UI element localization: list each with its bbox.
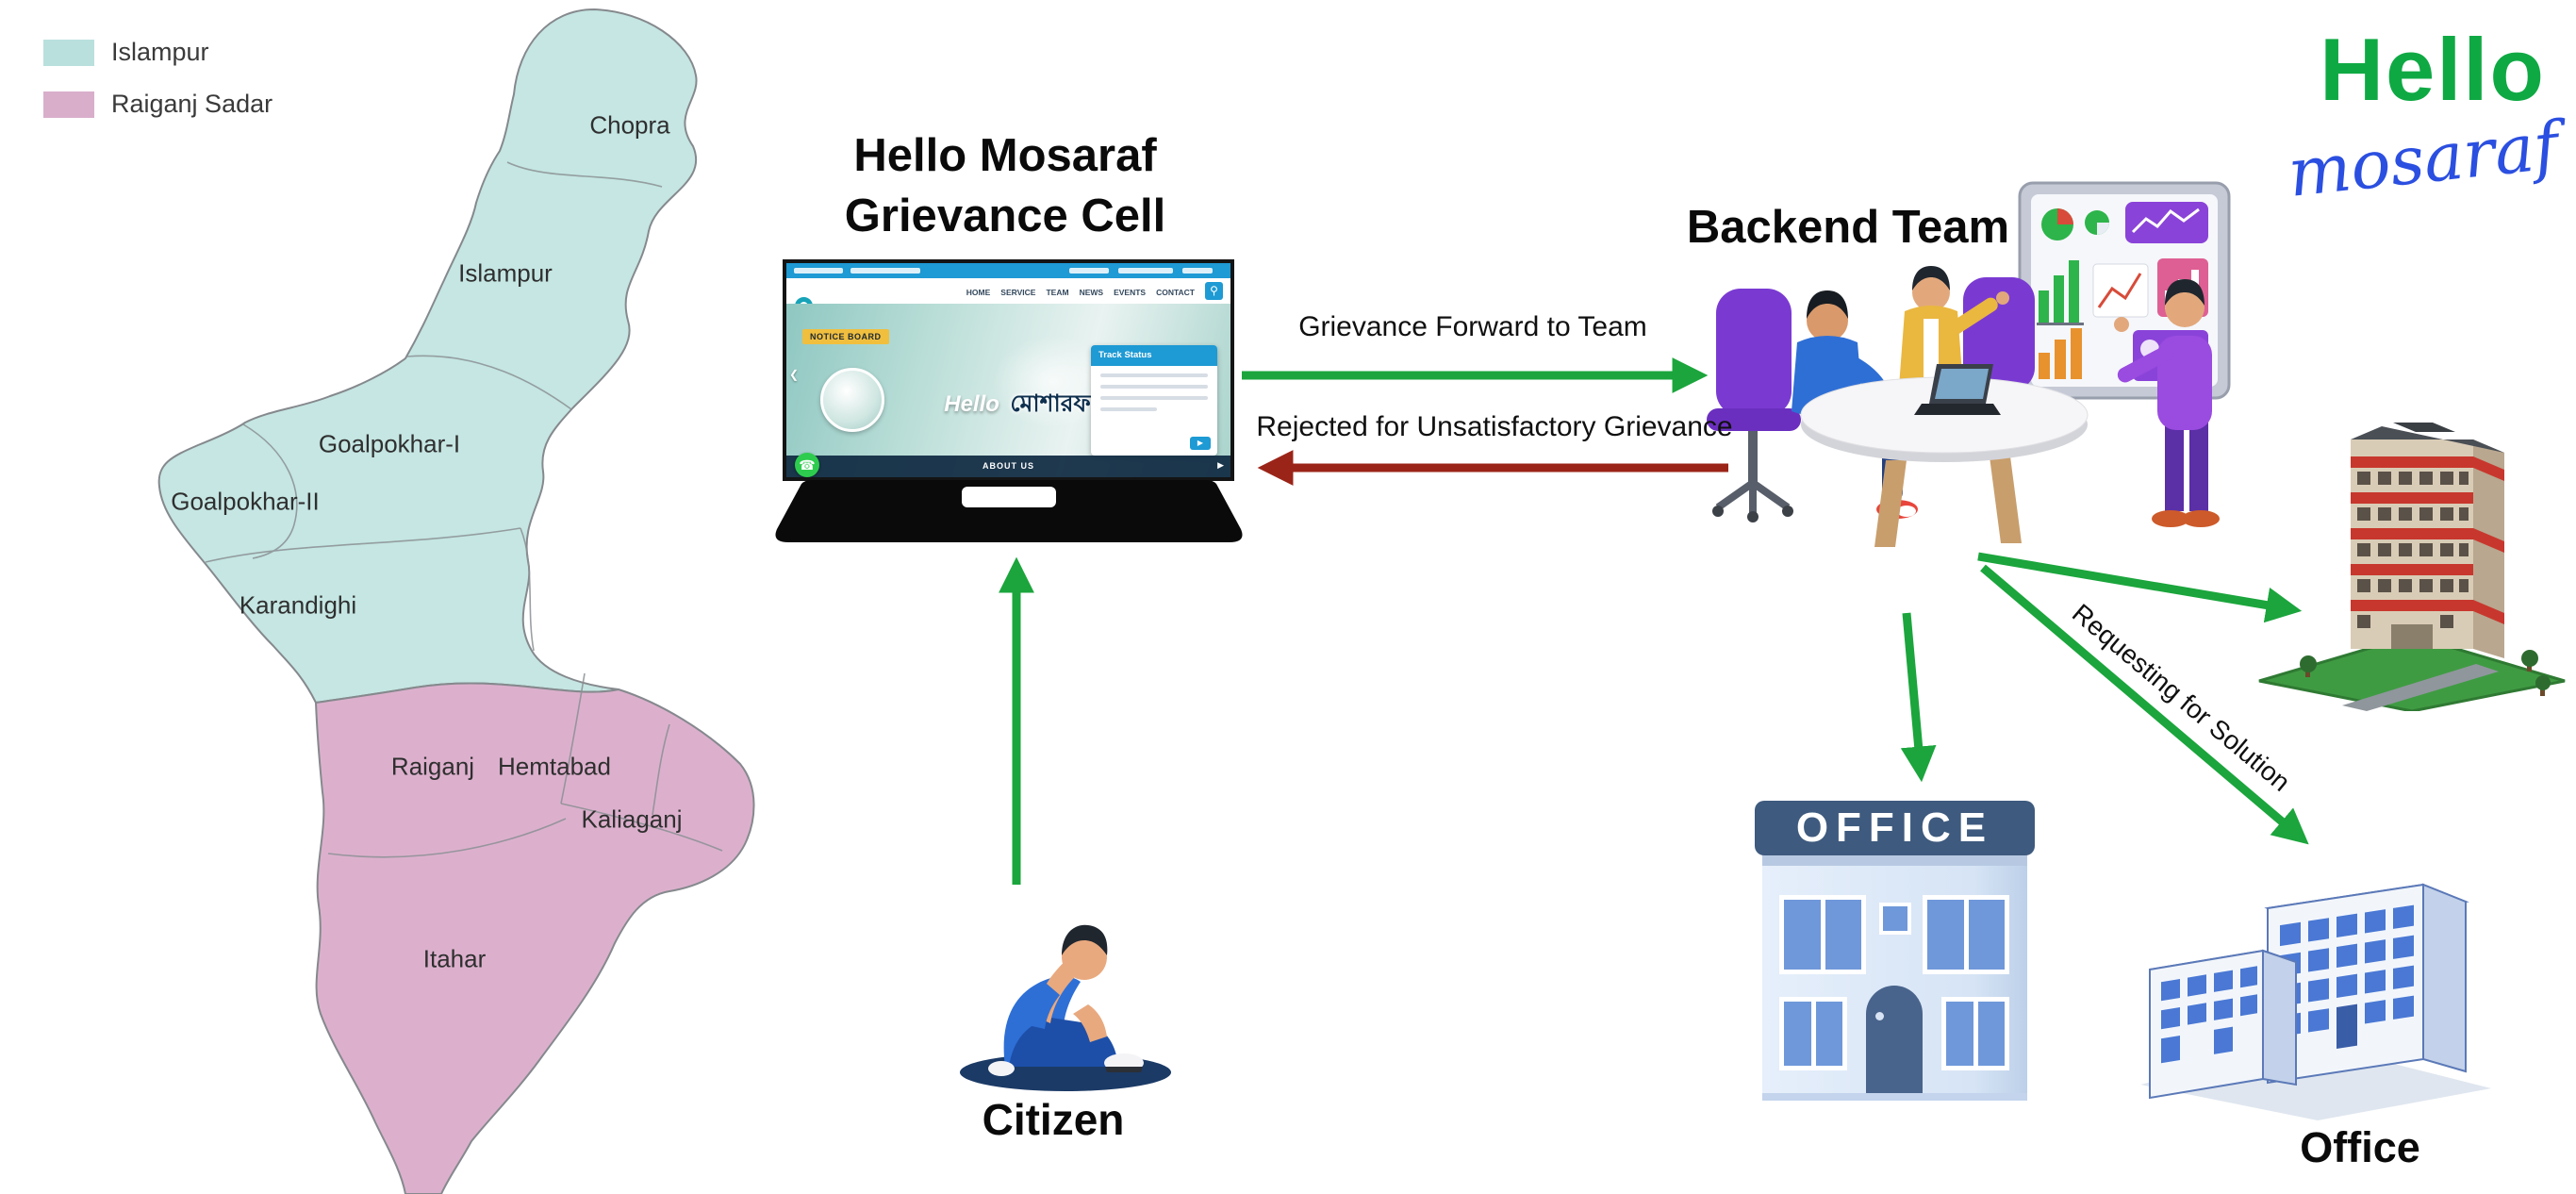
office-window — [1941, 997, 2009, 1070]
logo-hello: Hello — [2320, 20, 2546, 119]
play-icon: ▶ — [1190, 437, 1211, 450]
map-label-goalpokhar-2: Goalpokhar-II — [171, 487, 320, 516]
search-icon: ⚲ — [1205, 282, 1223, 300]
legend-item-raiganj-sadar: Raiganj Sadar — [43, 90, 272, 119]
map-label-hemtabad: Hemtabad — [498, 752, 611, 781]
topbar-text-placeholder — [794, 268, 843, 274]
topbar-text-placeholder — [1182, 268, 1213, 274]
office-door — [1866, 986, 1923, 1101]
track-line-placeholder — [1100, 396, 1208, 400]
about-us-button: ABOUT US — [983, 461, 1034, 471]
arrow-label-rejected: Rejected for Unsatisfactory Grievance — [1256, 411, 1733, 442]
office-chair-left — [1707, 289, 1801, 522]
map-label-raiganj: Raiganj — [390, 752, 475, 781]
menu-item-team: TEAM — [1046, 288, 1069, 297]
office-window — [1779, 997, 1847, 1070]
map-label-islampur: Islampur — [458, 258, 553, 288]
office-window-small — [1879, 903, 1911, 935]
backend-team-illustration — [1707, 181, 2231, 547]
hero-name-text: মোশারফ — [1010, 390, 1091, 417]
presenter-person — [2114, 279, 2220, 527]
menu-item-contact: CONTACT — [1156, 288, 1195, 297]
office-building-cartoon: OFFICE — [1755, 801, 2035, 1105]
topbar-text-placeholder — [850, 268, 920, 274]
map-legend: Islampur Raiganj Sadar — [43, 38, 272, 141]
menu-item-events: EVENTS — [1114, 288, 1147, 297]
district-map — [157, 8, 755, 1194]
low-block-windows — [2161, 966, 2257, 1064]
title-line-1: Hello Mosaraf — [853, 130, 1157, 181]
legend-label: Raiganj Sadar — [111, 90, 273, 118]
office-roofline — [1762, 855, 2027, 866]
map-internal-borders — [205, 161, 723, 858]
laptop-screen-website: HOME SERVICE TEAM NEWS EVENTS CONTACT ⚲ … — [786, 263, 1230, 477]
citizen-label: Citizen — [982, 1095, 1125, 1144]
window-rows — [2357, 472, 2469, 628]
site-hero: NOTICE BOARD ❮ Hello মোশারফ Track Status… — [786, 304, 1230, 477]
hero-bottom-strip: ABOUT US ▶ — [786, 456, 1230, 477]
map-label-chopra: Chopra — [589, 110, 670, 140]
map-label-karandighi: Karandighi — [239, 590, 357, 620]
title-line-2: Grievance Cell — [844, 190, 1166, 241]
laptop-base — [775, 480, 1243, 542]
topbar-text-placeholder — [1118, 268, 1173, 274]
legend-item-islampur: Islampur — [43, 38, 272, 67]
office-window — [1779, 895, 1866, 974]
office-base — [1762, 1093, 2027, 1101]
laptop-base-slot — [962, 487, 1056, 507]
isometric-office-building — [2140, 883, 2491, 1120]
trees — [2300, 650, 2551, 696]
legend-swatch-islampur — [43, 39, 94, 66]
hero-photo-circle — [820, 368, 884, 432]
red-stripes — [2351, 456, 2504, 624]
track-status-card: Track Status ▶ — [1091, 345, 1217, 456]
logo-mosaraf: mosaraf — [2284, 107, 2563, 212]
map-region-raiganj-sadar-subdivision — [314, 682, 755, 1194]
arrow-team-to-office — [1900, 612, 1937, 783]
site-menu: HOME SERVICE TEAM NEWS EVENTS CONTACT — [966, 288, 1195, 297]
citizen-illustration — [960, 924, 1171, 1091]
arrow-label-forward: Grievance Forward to Team — [1298, 311, 1647, 342]
map-label-kaliaganj: Kaliaganj — [581, 804, 683, 834]
office-label: Office — [2300, 1123, 2420, 1171]
menu-item-service: SERVICE — [1000, 288, 1036, 297]
hero-hello-text: Hello — [944, 391, 999, 417]
round-table — [1800, 364, 2089, 547]
grievance-cell-title: Hello Mosaraf Grievance Cell — [779, 126, 1231, 246]
whatsapp-icon: ☎ — [795, 453, 819, 477]
notice-board-tag: NOTICE BOARD — [802, 329, 889, 344]
menu-item-home: HOME — [966, 288, 991, 297]
legend-label: Islampur — [111, 38, 209, 66]
track-line-placeholder — [1100, 385, 1208, 389]
topbar-text-placeholder — [1069, 268, 1109, 274]
chevron-left-icon: ❮ — [789, 368, 800, 381]
map-label-itahar: Itahar — [422, 944, 487, 973]
track-line-placeholder — [1100, 373, 1208, 377]
legend-swatch-raiganj-sadar — [43, 91, 94, 118]
backend-team-label: Backend Team — [1686, 202, 2010, 253]
isometric-striped-building — [2258, 423, 2566, 711]
office-window — [1923, 895, 2009, 974]
track-line-placeholder — [1100, 407, 1157, 411]
map-label-goalpokhar-1: Goalpokhar-I — [318, 429, 461, 458]
play-icon: ▶ — [1217, 460, 1224, 470]
site-topbar — [786, 263, 1230, 278]
hero-title: Hello মোশারফ — [928, 385, 1107, 425]
menu-item-news: NEWS — [1079, 288, 1104, 297]
track-status-header: Track Status — [1091, 345, 1217, 366]
office-sign: OFFICE — [1755, 801, 2035, 855]
